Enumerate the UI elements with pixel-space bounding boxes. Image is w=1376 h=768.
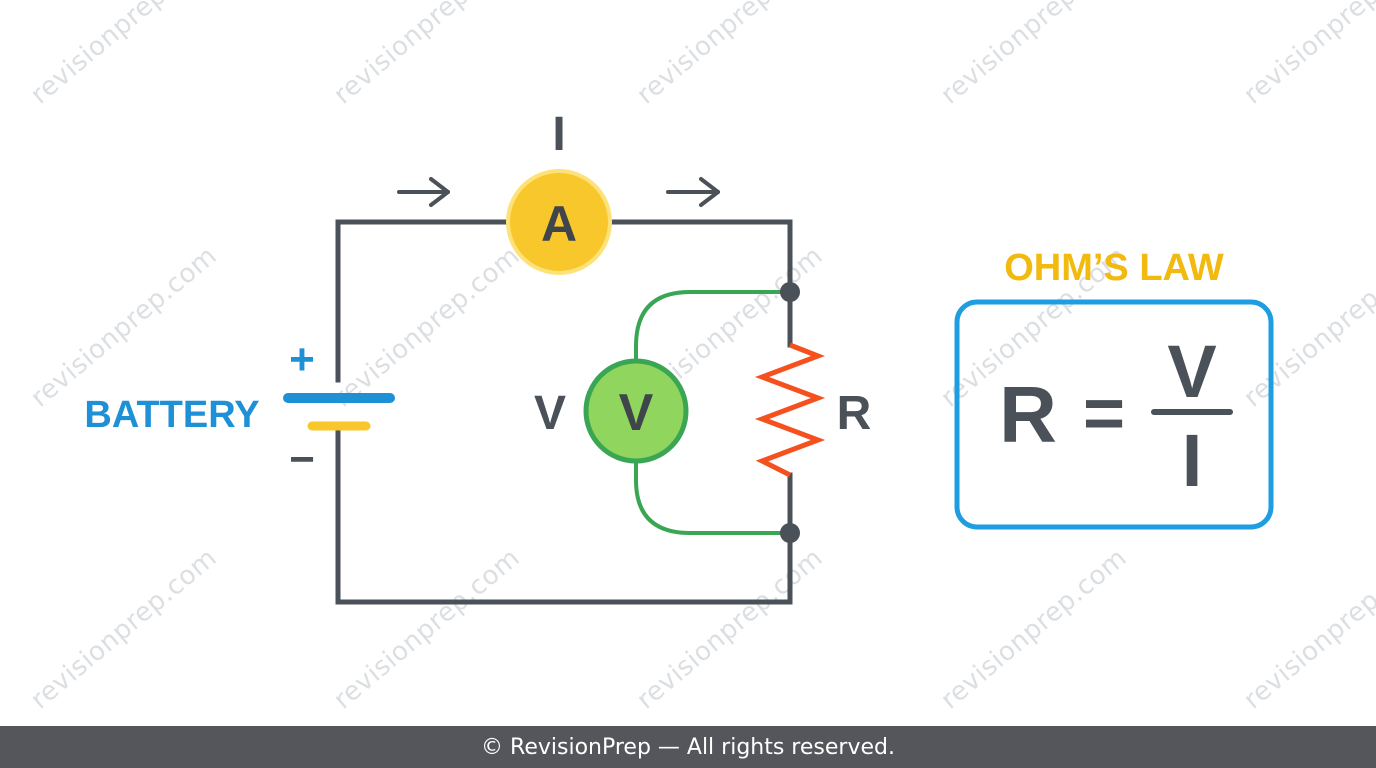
arrow-right-icon: [397, 177, 450, 207]
watermark: revisionprep.com: [935, 0, 1133, 110]
watermark: revisionprep.com: [1238, 543, 1376, 716]
battery-symbol: [283, 393, 395, 431]
arrow-right-icon: [666, 177, 720, 207]
formula-title: OHM’S LAW: [1004, 247, 1224, 289]
formula-equals: =: [1083, 374, 1125, 454]
watermark: revisionprep.com: [25, 241, 223, 414]
circuit-diagram: revisionprep.com revisionprep.com revisi…: [25, 0, 1376, 716]
voltmeter-circle: [583, 358, 689, 464]
junction-node-bottom: [780, 523, 800, 543]
watermark: revisionprep.com: [1238, 241, 1376, 414]
watermark: revisionprep.com: [935, 543, 1133, 716]
watermark: revisionprep.com: [328, 0, 526, 110]
battery-minus-sign: −: [289, 435, 315, 484]
voltmeter-label: V: [619, 384, 654, 442]
formula-numerator: V: [1167, 330, 1216, 413]
top-wire-left: [335, 219, 523, 383]
resistor-label: R: [837, 387, 872, 440]
voltmeter-wires: [634, 290, 790, 535]
watermark: revisionprep.com: [631, 543, 829, 716]
battery-label: BATTERY: [84, 394, 259, 436]
current-label: I: [552, 108, 565, 161]
resistor-zigzag: [754, 342, 826, 478]
battery-plus-sign: +: [289, 335, 315, 384]
watermark: revisionprep.com: [328, 543, 526, 716]
formula-box: [954, 299, 1274, 530]
copyright-footer: © RevisionPrep — All rights reserved.: [0, 726, 1376, 768]
voltage-label: V: [534, 387, 566, 440]
top-wire-right: [597, 219, 793, 348]
ammeter: A: [506, 169, 612, 275]
formula-lhs: R: [999, 370, 1057, 459]
watermark: revisionprep.com: [328, 241, 526, 414]
watermark: revisionprep.com: [631, 0, 829, 110]
footer-text: © RevisionPrep — All rights reserved.: [481, 734, 895, 760]
watermark: revisionprep.com: [25, 0, 223, 110]
ammeter-label: A: [541, 196, 577, 252]
formula-denominator: I: [1182, 419, 1203, 502]
watermark: revisionprep.com: [25, 543, 223, 716]
watermark: revisionprep.com: [1238, 0, 1376, 110]
ammeter-circle: [506, 169, 612, 275]
junction-node-top: [780, 282, 800, 302]
bottom-wire: [335, 429, 793, 605]
voltmeter: V: [583, 358, 689, 464]
